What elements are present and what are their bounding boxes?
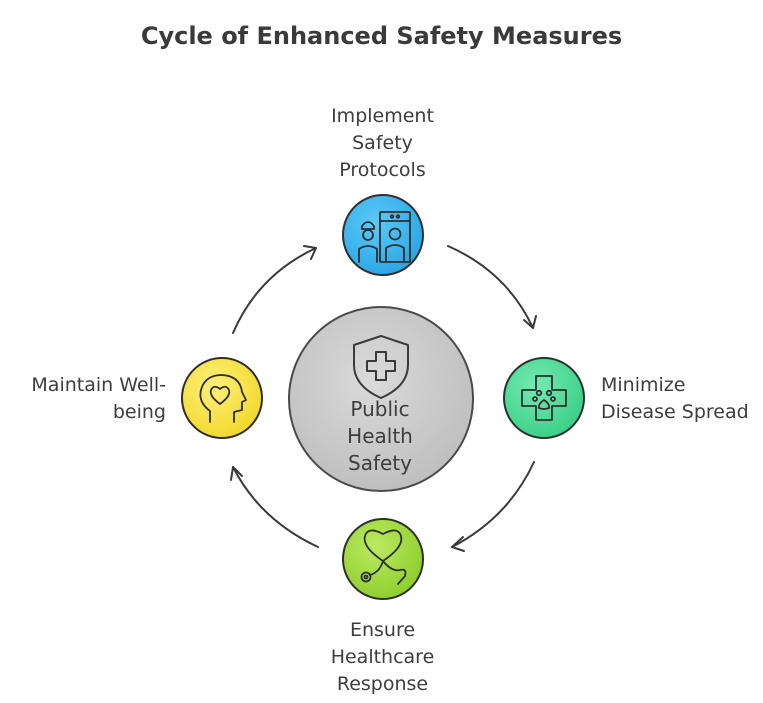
label-ensure: Ensure Healthcare Response: [300, 617, 465, 698]
medical-cross-paw-icon: [521, 375, 567, 421]
label-minimize-line: Minimize: [601, 374, 686, 396]
center-label-line: Public: [350, 397, 410, 421]
head-heart-icon: [199, 374, 247, 423]
label-ensure-line: Ensure: [349, 619, 416, 641]
heart-stethoscope-icon: [360, 529, 407, 585]
arrowhead-minimize-to-ensure: [451, 536, 465, 552]
label-ensure-line: Response: [336, 673, 429, 695]
center-node: [288, 306, 474, 492]
center-label-line: Health: [347, 424, 413, 448]
arrow-maintain-to-implement: [232, 247, 317, 334]
label-implement-line: Protocols: [339, 159, 426, 181]
arrow-minimize-to-ensure: [451, 461, 535, 548]
node-implement: [342, 194, 424, 276]
node-ensure: [342, 518, 424, 600]
arrow-implement-to-minimize: [447, 245, 534, 329]
label-ensure-line: Healthcare: [330, 646, 435, 668]
security-checkpoint-icon: [358, 211, 411, 263]
diagram-title: Cycle of Enhanced Safety Measures: [140, 22, 623, 50]
arrowhead-ensure-to-maintain: [230, 466, 243, 481]
arrow-ensure-to-maintain: [232, 466, 319, 548]
label-maintain-line: Maintain Well-: [31, 374, 166, 396]
label-maintain-line: being: [112, 401, 166, 423]
arrowhead-maintain-to-implement: [303, 245, 317, 260]
node-minimize: [503, 357, 585, 439]
arrowhead-implement-to-minimize: [523, 315, 537, 329]
shield-cross-icon: [353, 335, 409, 399]
label-minimize-line: Disease Spread: [601, 401, 749, 423]
label-implement-line: Safety: [352, 132, 413, 154]
label-implement-line: Implement: [331, 105, 434, 127]
center-label-line: Safety: [348, 451, 412, 475]
node-maintain: [181, 357, 263, 439]
center-label: Public Health Safety: [300, 396, 460, 477]
label-maintain: Maintain Well- being: [6, 372, 166, 426]
label-minimize: Minimize Disease Spread: [601, 372, 749, 426]
label-implement: Implement Safety Protocols: [300, 103, 465, 184]
